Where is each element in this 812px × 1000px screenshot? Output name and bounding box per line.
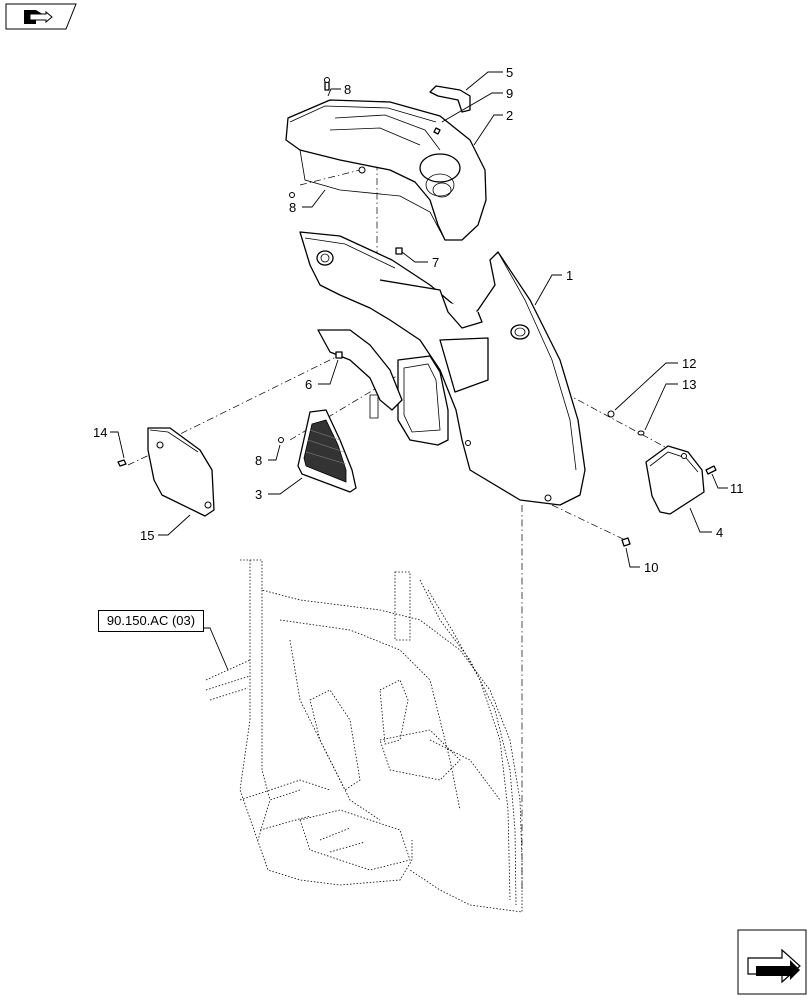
callout-14: 14 xyxy=(93,425,107,440)
part-6-screw xyxy=(335,351,343,359)
leader-lines xyxy=(110,71,728,671)
part-15-side-cover xyxy=(147,427,215,517)
callout-7: 7 xyxy=(432,255,439,270)
part-4-right-cover xyxy=(645,445,705,515)
part-1-fender-panel xyxy=(299,231,586,506)
callout-2: 2 xyxy=(506,108,513,123)
fasteners-top xyxy=(289,77,441,255)
callout-10: 10 xyxy=(644,560,658,575)
reference-box-90-150-ac-03[interactable]: 90.150.AC (03) xyxy=(98,610,204,632)
part-8-screw-grille xyxy=(278,437,284,443)
callout-13: 13 xyxy=(682,377,696,392)
callout-labels: 8 5 9 2 8 7 1 6 12 13 8 14 3 11 4 15 10 xyxy=(93,65,744,575)
book-arrow-icon[interactable] xyxy=(5,3,77,30)
part-2-upper-cover xyxy=(285,99,487,241)
part-5-grab-handle xyxy=(429,85,471,113)
next-page-arrow-icon[interactable] xyxy=(737,929,807,995)
callout-3: 3 xyxy=(255,487,262,502)
part-3-speaker-grille xyxy=(297,409,357,493)
callout-4: 4 xyxy=(716,525,723,540)
callout-8-grille: 8 xyxy=(255,453,262,468)
callout-8-top: 8 xyxy=(344,82,351,97)
fasteners-right xyxy=(607,410,717,547)
callout-11: 11 xyxy=(730,481,744,496)
callout-15: 15 xyxy=(140,528,154,543)
callout-5: 5 xyxy=(506,65,513,80)
callout-6: 6 xyxy=(305,377,312,392)
callout-12: 12 xyxy=(682,356,696,371)
part-14-screw xyxy=(117,459,127,467)
callout-8-mid: 8 xyxy=(289,200,296,215)
callout-9: 9 xyxy=(506,86,513,101)
callout-1: 1 xyxy=(566,268,573,283)
cab-frame-reference xyxy=(205,559,523,913)
